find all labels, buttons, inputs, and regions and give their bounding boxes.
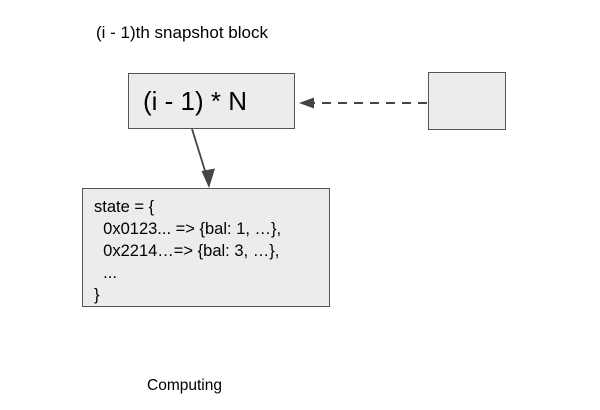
state-line: } bbox=[94, 286, 100, 304]
state-line: 0x2214…=> {bal: 3, …}, bbox=[94, 242, 280, 260]
caption-line-1: Computing bbox=[147, 377, 222, 394]
state-node[interactable]: state = { 0x0123... => {bal: 1, …}, 0x22… bbox=[82, 188, 330, 307]
state-line: state = { bbox=[94, 198, 155, 216]
state-line: 0x0123... => {bal: 1, …}, bbox=[94, 220, 282, 238]
state-line: ... bbox=[94, 264, 117, 282]
solid-arrow-main-to-state bbox=[191, 128, 215, 188]
solid-arrow-head-icon bbox=[201, 168, 215, 188]
computing-hash-caption: Computing hash bbox=[147, 336, 222, 410]
snapshot-block-formula: (i - 1) * N bbox=[143, 85, 247, 116]
solid-arrow-line bbox=[191, 128, 207, 175]
dashed-arrow-right-to-main bbox=[299, 97, 427, 109]
next-block-node[interactable] bbox=[428, 72, 506, 130]
dashed-arrow-head-icon bbox=[299, 97, 314, 109]
snapshot-block-node[interactable]: (i - 1) * N bbox=[128, 73, 295, 129]
snapshot-block-title-label: (i - 1)th snapshot block bbox=[96, 23, 268, 42]
